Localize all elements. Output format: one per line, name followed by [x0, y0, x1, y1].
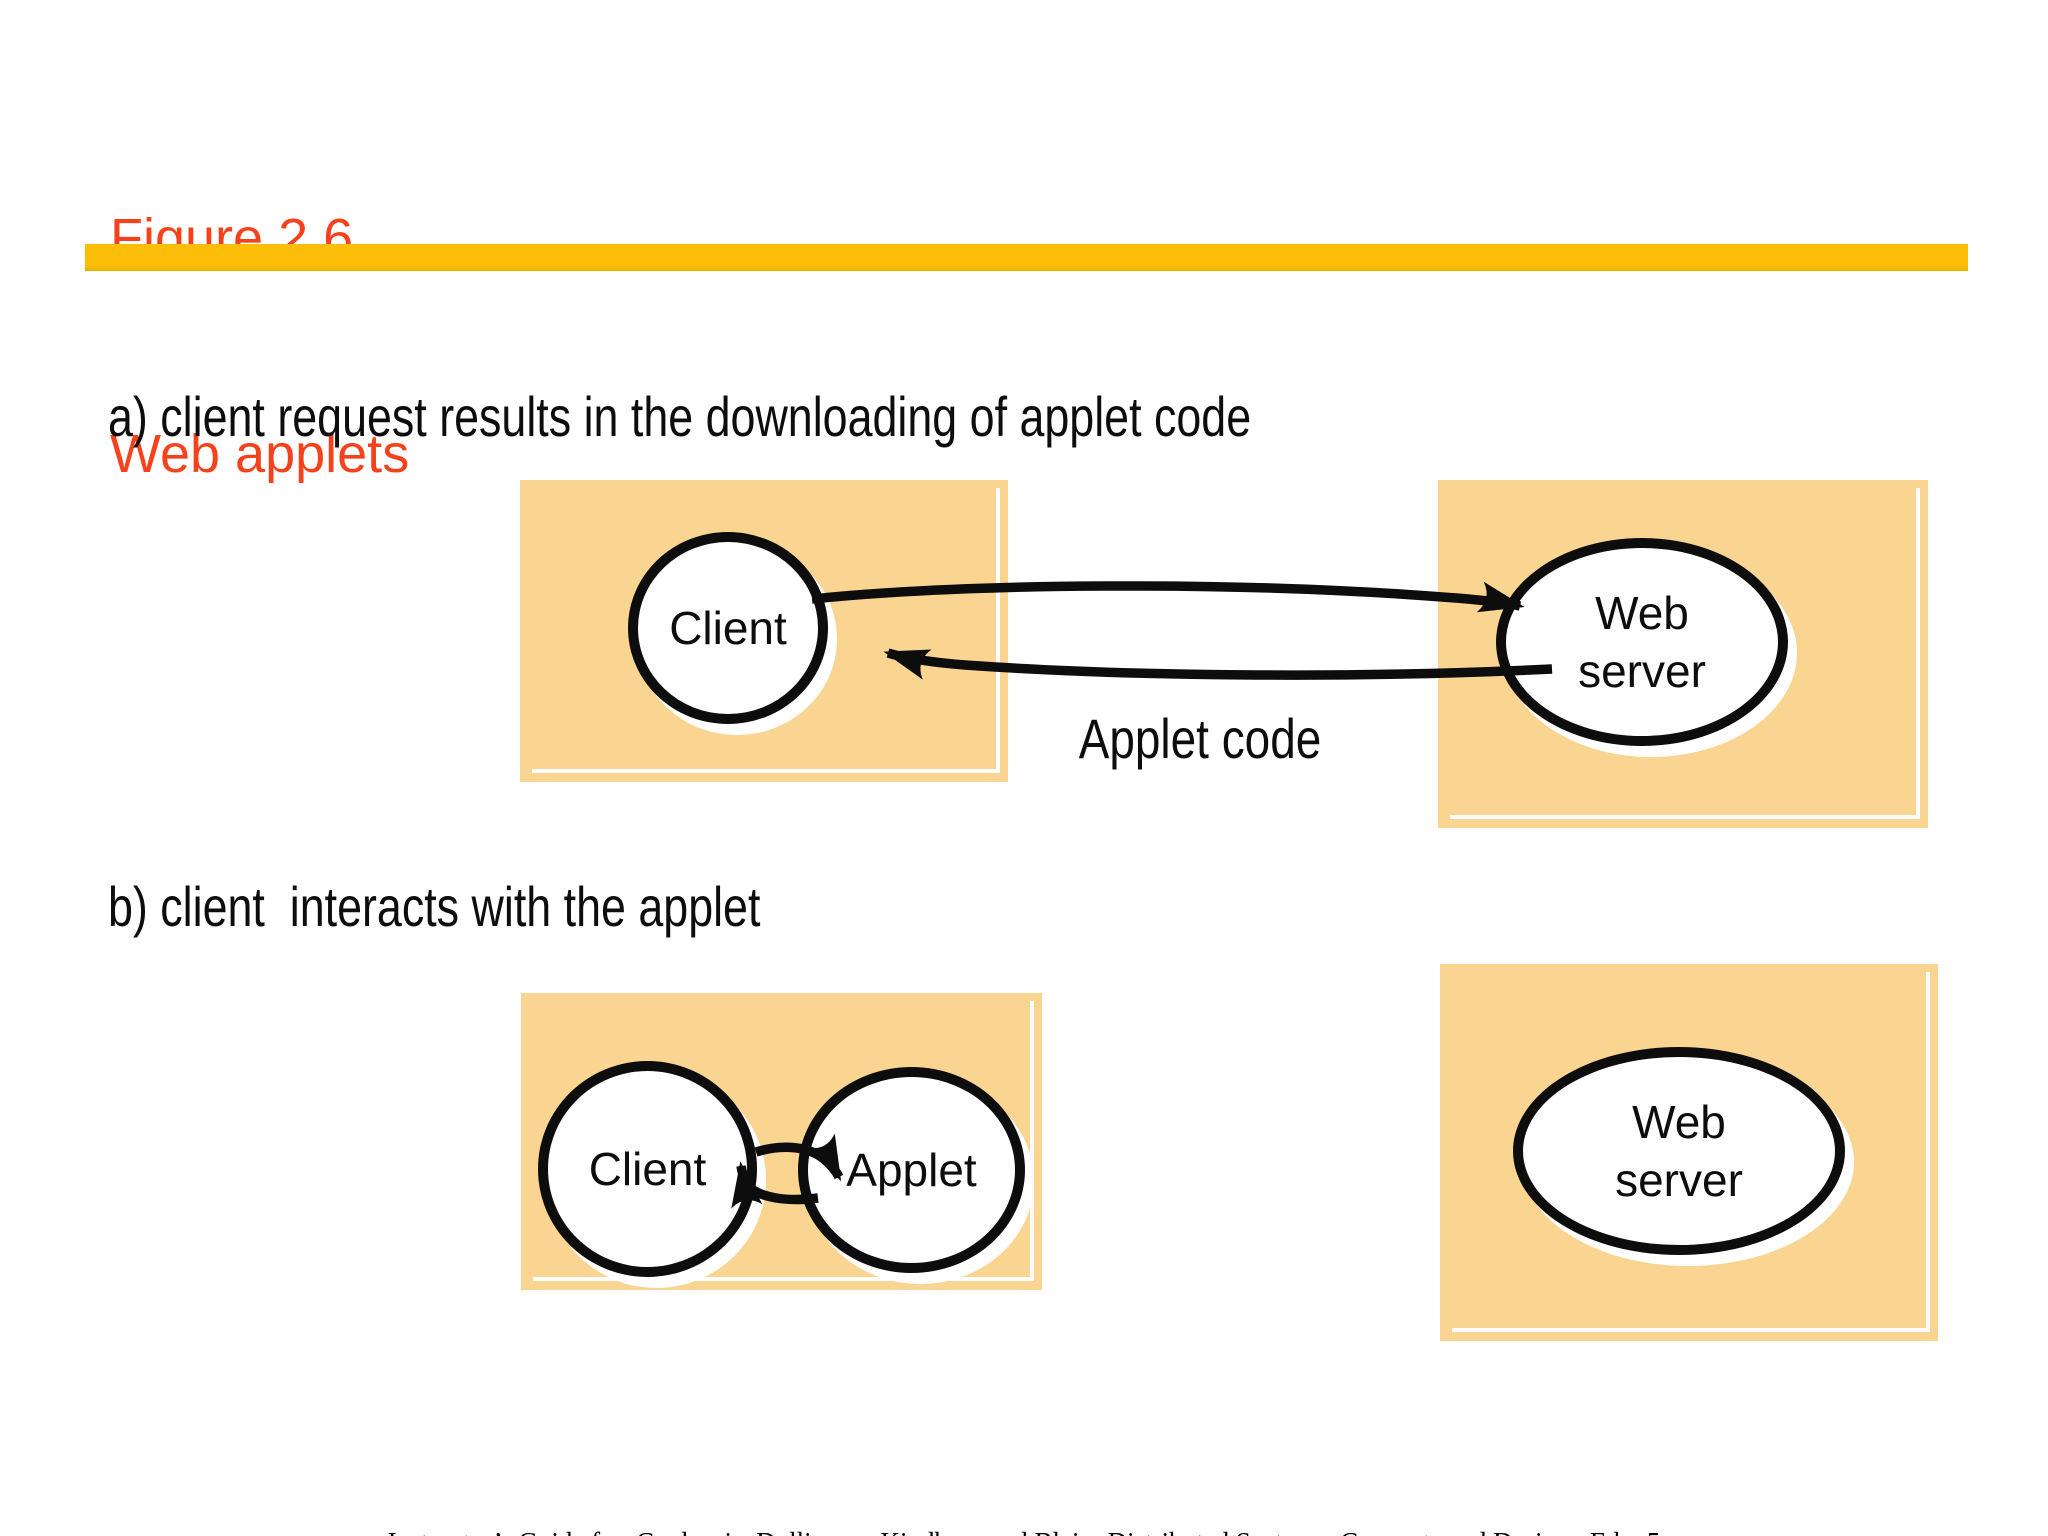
- box-highlight: [532, 488, 1000, 773]
- web-server-node-a-label: Web server: [1578, 587, 1706, 697]
- box-highlight: [533, 1001, 1034, 1281]
- web-server-node-b-label: Web server: [1615, 1096, 1743, 1206]
- client-node-b-label: Client: [588, 1143, 707, 1195]
- footer-line-1: Instructor’s Guide for Coulouris, Dollim…: [0, 1524, 2048, 1536]
- client-node-b: Client: [538, 1061, 757, 1277]
- box-highlight: [1452, 972, 1930, 1332]
- figure-title-line-2: Web applets: [110, 424, 410, 484]
- web-server-node-a: Web server: [1496, 538, 1788, 746]
- applet-node-b: Applet: [798, 1067, 1025, 1273]
- section-b-heading: b) client interacts with the applet: [108, 875, 761, 938]
- box-highlight: [1450, 488, 1920, 819]
- accent-divider-bar: [85, 244, 1968, 271]
- applet-node-b-label: Applet: [846, 1144, 977, 1196]
- applet-code-label: Applet code: [1078, 707, 1322, 770]
- figure-title: Figure 2.6 Web applets: [110, 58, 409, 634]
- client-node-a-label: Client: [669, 602, 787, 654]
- web-server-node-b: Web server: [1513, 1047, 1845, 1255]
- section-a-heading: a) client request results in the downloa…: [108, 385, 1252, 448]
- footer: Instructor’s Guide for Coulouris, Dollim…: [0, 1450, 2048, 1536]
- client-node-a: Client: [628, 532, 828, 724]
